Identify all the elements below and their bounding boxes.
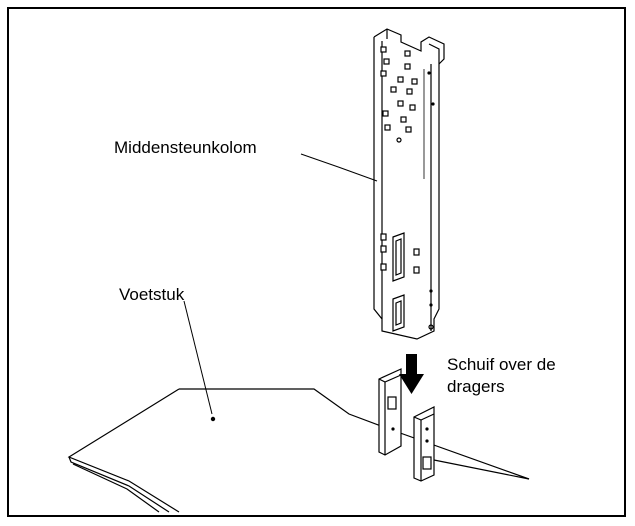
left-bracket bbox=[378, 368, 402, 456]
right-bracket bbox=[413, 406, 435, 482]
column-leader-line bbox=[300, 153, 378, 182]
assembly-illustration bbox=[67, 28, 530, 513]
center-column bbox=[373, 28, 445, 340]
base-label: Voetstuk bbox=[119, 285, 185, 304]
base-plate bbox=[67, 388, 530, 513]
center-column-label: Middensteunkolom bbox=[114, 138, 257, 157]
illustration-frame: Middensteunkolom Voetstuk Schuif over de… bbox=[7, 7, 626, 517]
down-arrow-icon bbox=[399, 354, 424, 394]
instruction-label: Schuif over de dragers bbox=[447, 355, 556, 396]
base-leader-line bbox=[183, 300, 213, 415]
